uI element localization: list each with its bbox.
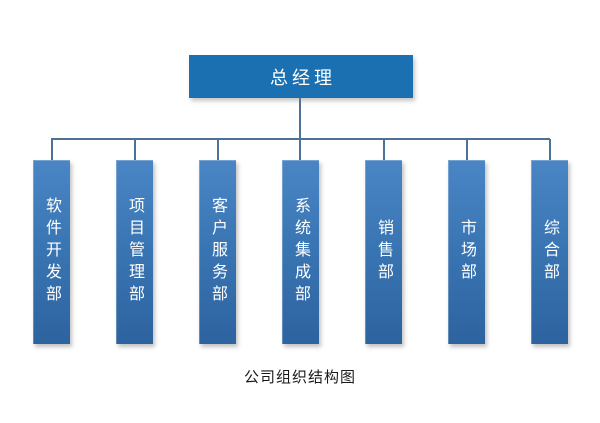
connector-drop-2	[134, 139, 136, 161]
connector-drop-7	[549, 139, 551, 161]
node-system-integration-dept: 系统集成部	[282, 160, 319, 344]
dept-label: 项目管理部	[126, 197, 143, 307]
connector-drop-4	[299, 139, 301, 161]
node-sales-dept: 销售部	[365, 160, 402, 344]
node-marketing-dept: 市场部	[448, 160, 485, 344]
node-general-manager-label: 总经理	[270, 67, 336, 88]
node-general-manager: 总经理	[189, 55, 413, 98]
dept-label: 软件开发部	[43, 197, 60, 307]
node-software-development-dept: 软件开发部	[33, 160, 70, 344]
connector-drop-3	[217, 139, 219, 161]
node-general-affairs-dept: 综合部	[531, 160, 568, 344]
dept-label: 市场部	[458, 219, 475, 285]
dept-label: 综合部	[541, 219, 558, 285]
dept-label: 销售部	[375, 219, 392, 285]
chart-caption: 公司组织结构图	[243, 370, 356, 386]
node-project-management-dept: 项目管理部	[116, 160, 153, 344]
connector-drop-6	[466, 139, 468, 161]
connector-drop-1	[51, 139, 53, 161]
dept-label: 客户服务部	[209, 197, 226, 307]
connector-drop-5	[383, 139, 385, 161]
node-customer-service-dept: 客户服务部	[199, 160, 236, 344]
connector-root-stem	[299, 98, 301, 139]
dept-label: 系统集成部	[292, 197, 309, 307]
